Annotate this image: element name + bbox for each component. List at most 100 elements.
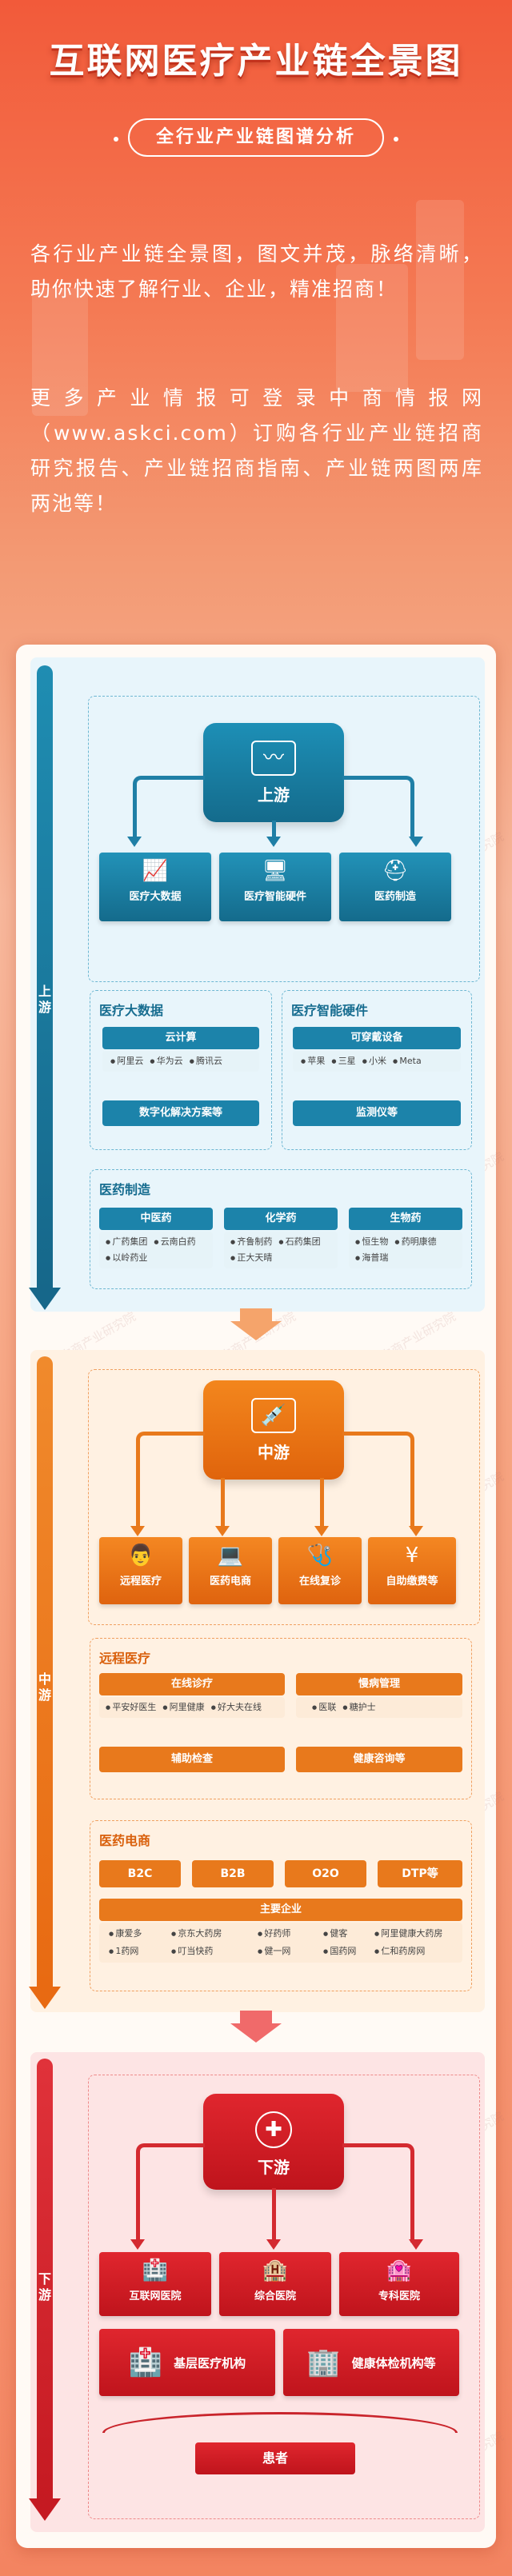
midstream-hub-label: 中游 bbox=[258, 1443, 290, 1462]
bigdata-title: 医疗大数据 bbox=[99, 1003, 164, 1018]
midstream-connector-inner-right bbox=[320, 1478, 324, 1529]
remote-medical-panel bbox=[90, 1638, 472, 1799]
biologics-pill[interactable]: 生物药 bbox=[349, 1208, 462, 1230]
chemical-drugs-pill[interactable]: 化学药 bbox=[224, 1208, 338, 1230]
upstream-tile-pharma[interactable]: ⛑ 医药制造 bbox=[339, 853, 451, 921]
ecommerce-companies-list: 康爱多京东大药房好药师健客阿里健康大药房1药网叮当快药健一网国药网仁和药房网 bbox=[99, 1923, 462, 1963]
syringe-icon: 💉 bbox=[251, 1398, 296, 1433]
downstream-panel bbox=[88, 2075, 480, 2519]
hospital-building-icon: 🏥 bbox=[142, 2258, 169, 2282]
transition-arrow-mid-down bbox=[230, 2023, 282, 2043]
upstream-connector-right bbox=[342, 776, 414, 838]
monitor-devices-pill[interactable]: 监测仪等 bbox=[293, 1100, 461, 1126]
company-name: 康爱多 bbox=[109, 1925, 165, 1943]
biologics-companies-list: 恒生物药明康德海普瑞 bbox=[349, 1232, 462, 1268]
mode-b2b-pill[interactable]: B2B bbox=[192, 1860, 274, 1887]
downstream-arrowhead-center bbox=[266, 2239, 281, 2250]
digital-solutions-pill[interactable]: 数字化解决方案等 bbox=[102, 1100, 259, 1126]
tile-label: 医药电商 bbox=[209, 1576, 251, 1588]
background-building-left bbox=[32, 288, 88, 416]
upstream-arrowhead-center bbox=[266, 837, 281, 847]
transition-bar-up-mid bbox=[240, 1308, 272, 1323]
specialty-hospital-icon: 🏩 bbox=[386, 2258, 413, 2282]
chronic-care-companies: 医联糖护士 bbox=[296, 1697, 462, 1718]
downstream-tile-general-hospital[interactable]: 🏨 综合医院 bbox=[219, 2252, 331, 2316]
upstream-side-bar bbox=[37, 665, 53, 1289]
company-name: 三星 bbox=[331, 1051, 356, 1072]
downstream-arrowhead-right bbox=[409, 2239, 423, 2250]
midstream-tile-payment[interactable]: ¥ 自助缴费等 bbox=[368, 1537, 456, 1604]
tcm-pill[interactable]: 中医药 bbox=[99, 1208, 213, 1230]
major-companies-pill[interactable]: 主要企业 bbox=[99, 1899, 462, 1921]
midstream-tile-revisit[interactable]: 🩺 在线复诊 bbox=[278, 1537, 362, 1604]
company-name: 药明康德 bbox=[394, 1234, 437, 1250]
midstream-arrowhead-4 bbox=[409, 1526, 423, 1536]
company-name: 石药集团 bbox=[278, 1234, 321, 1250]
company-name: 仁和药房网 bbox=[374, 1943, 425, 1960]
patients-pill[interactable]: 患者 bbox=[195, 2442, 355, 2474]
downstream-side-arrow bbox=[29, 2498, 61, 2521]
payment-icon: ¥ bbox=[405, 1544, 419, 1568]
downstream-connector-left bbox=[136, 2143, 205, 2243]
laptop-shop-icon: 💻 bbox=[217, 1544, 244, 1568]
midstream-connector-left bbox=[136, 1432, 205, 1529]
tile-label: 专科医院 bbox=[378, 2290, 420, 2302]
company-name: 叮当快药 bbox=[171, 1943, 251, 1960]
tile-label: 在线复诊 bbox=[298, 1576, 341, 1588]
midstream-tile-remote[interactable]: 👨 远程医疗 bbox=[99, 1537, 182, 1604]
company-name: 阿里健康 bbox=[162, 1697, 205, 1718]
doctor-monitor-icon: 👨 bbox=[127, 1544, 154, 1568]
online-consult-pill[interactable]: 在线诊疗 bbox=[99, 1673, 285, 1695]
pharma-ecommerce-panel bbox=[90, 1820, 472, 1991]
company-name: 海普瑞 bbox=[355, 1250, 388, 1266]
intro-paragraph-2: 更多产业情报可登录中商情报网（www.askci.com）订购各行业产业链招商研… bbox=[30, 386, 483, 515]
health-consult-pill[interactable]: 健康咨询等 bbox=[296, 1747, 462, 1772]
company-name: 1药网 bbox=[109, 1943, 165, 1960]
transition-arrow-up-mid bbox=[230, 1321, 282, 1340]
tile-label: 远程医疗 bbox=[119, 1576, 162, 1588]
company-name: 华为云 bbox=[150, 1051, 183, 1072]
midstream-arrowhead-3 bbox=[314, 1526, 329, 1536]
downstream-connector-right bbox=[342, 2143, 414, 2243]
downstream-tile-checkup[interactable]: 🏢 健康体检机构等 bbox=[283, 2329, 459, 2396]
pharma-ecommerce-title: 医药电商 bbox=[99, 1833, 151, 1848]
mode-dtp-pill[interactable]: DTP等 bbox=[378, 1860, 462, 1887]
downstream-tile-primary-care[interactable]: 🏥 基层医疗机构 bbox=[99, 2329, 275, 2396]
midstream-side-arrow bbox=[29, 1987, 61, 2009]
mode-b2c-pill[interactable]: B2C bbox=[99, 1860, 181, 1887]
midstream-side-bar bbox=[37, 1356, 53, 1988]
company-name: 苹果 bbox=[301, 1051, 325, 1072]
company-name: 好大夫在线 bbox=[211, 1697, 262, 1718]
downstream-tile-specialty-hospital[interactable]: 🏩 专科医院 bbox=[339, 2252, 459, 2316]
downstream-arrowhead-left bbox=[130, 2239, 145, 2250]
tile-label: 互联网医院 bbox=[129, 2290, 182, 2302]
midstream-connector-right bbox=[342, 1432, 414, 1529]
upstream-tile-bigdata[interactable]: 📈 医疗大数据 bbox=[99, 853, 211, 921]
midstream-side-label: 中游 bbox=[38, 1671, 51, 1703]
upstream-tile-hardware[interactable]: 🖥 医疗智能硬件 bbox=[219, 853, 331, 921]
monitor-icon: 〰 bbox=[251, 741, 296, 776]
bigdata-panel bbox=[90, 990, 272, 1150]
mode-o2o-pill[interactable]: O2O bbox=[285, 1860, 366, 1887]
midstream-hub-panel bbox=[88, 1369, 480, 1625]
chronic-care-pill[interactable]: 慢病管理 bbox=[296, 1673, 462, 1695]
company-name: 医联 bbox=[312, 1697, 336, 1718]
downstream-tile-internet-hospital[interactable]: 🏥 互联网医院 bbox=[99, 2252, 211, 2316]
clinic-icon: 🏥 bbox=[128, 2346, 163, 2378]
remote-medical-title: 远程医疗 bbox=[99, 1651, 151, 1666]
midstream-tile-ecommerce[interactable]: 💻 医药电商 bbox=[189, 1537, 272, 1604]
hardware-panel bbox=[282, 990, 472, 1150]
tile-label: 医疗大数据 bbox=[129, 891, 182, 903]
cloud-computing-pill[interactable]: 云计算 bbox=[102, 1027, 259, 1049]
auxiliary-exam-pill[interactable]: 辅助检查 bbox=[99, 1747, 285, 1772]
upstream-hub-label: 上游 bbox=[258, 785, 290, 805]
stethoscope-icon: 🩺 bbox=[306, 1544, 334, 1568]
upstream-hub: 〰 上游 bbox=[203, 723, 344, 822]
company-name: 国药网 bbox=[323, 1943, 368, 1960]
hardware-title: 医疗智能硬件 bbox=[291, 1003, 369, 1018]
transition-bar-mid-down bbox=[240, 2011, 272, 2025]
wearable-devices-pill[interactable]: 可穿戴设备 bbox=[293, 1027, 461, 1049]
medkit-icon: ⛑ bbox=[382, 859, 409, 883]
company-name: 以岭药业 bbox=[106, 1250, 147, 1266]
upstream-arrowhead-right bbox=[409, 837, 423, 847]
